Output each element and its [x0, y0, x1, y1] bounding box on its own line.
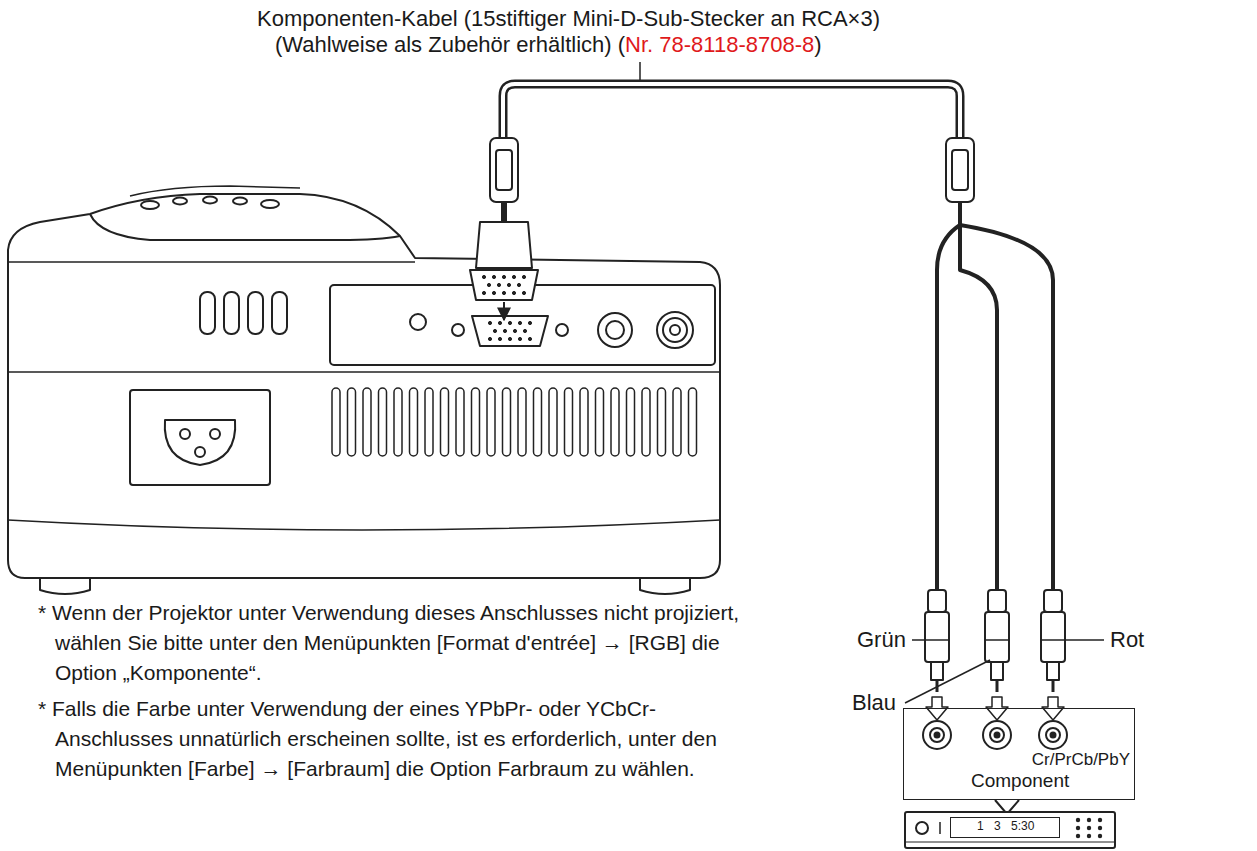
- leader-line: [905, 660, 990, 703]
- jack-label: Cr/PrCb/PbY: [1032, 751, 1130, 770]
- projector: [8, 186, 720, 594]
- footnote: * Falls die Farbe unter Verwendung der e…: [38, 694, 745, 784]
- part-number: Nr. 78-8118-8708-8: [625, 32, 814, 57]
- rca-jacks: [923, 721, 1067, 749]
- wire-color: Grün: [857, 627, 906, 653]
- connector-label: Component: [971, 771, 1069, 792]
- display-readout: 1 3 5:30: [977, 820, 1034, 833]
- cable-caption: Komponenten-Kabel (15stiftiger Mini-D-Su…: [257, 6, 880, 32]
- component-cable: [470, 84, 1065, 692]
- leader-line: [912, 639, 926, 641]
- dvd-player: [905, 812, 1115, 848]
- wire-color: Blau: [852, 690, 896, 716]
- cable-caption: ): [814, 32, 821, 57]
- cable-caption: (Wahlweise als Zubehör erhältlich) (: [275, 32, 625, 57]
- display-window: 1 3 5:30: [950, 817, 1060, 838]
- leader-line: [1064, 639, 1104, 641]
- cable-caption: (Wahlweise als Zubehör erhältlich) (Nr. …: [275, 32, 822, 58]
- component-box: Cr/PrCb/PbYComponent: [903, 708, 1135, 800]
- wire-color: Rot: [1110, 627, 1144, 653]
- footnote: * Wenn der Projektor unter Verwendung di…: [38, 598, 745, 688]
